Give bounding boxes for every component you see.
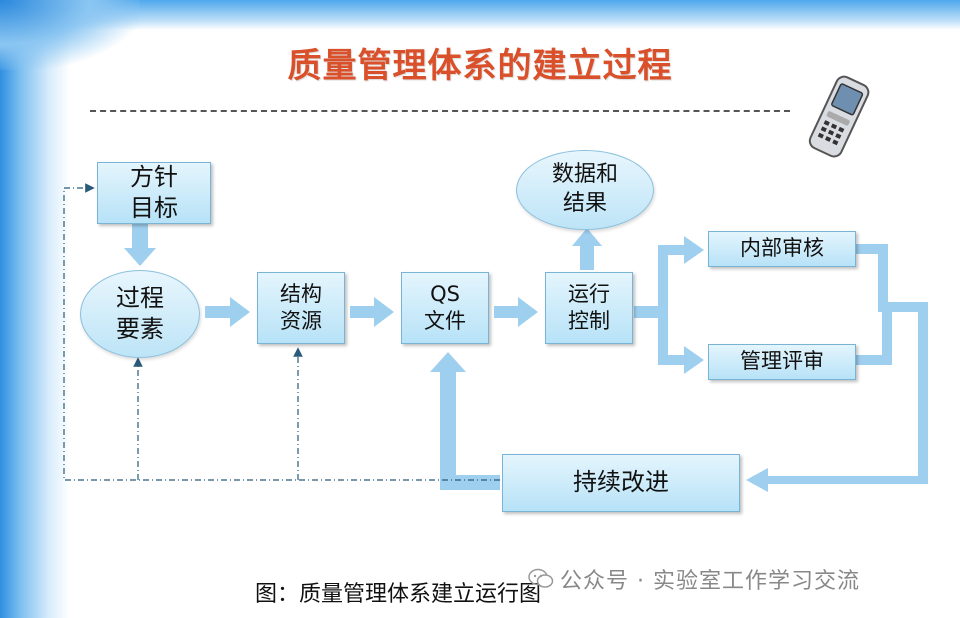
- title-divider: [90, 110, 790, 112]
- node-qs-documents: QS 文件: [401, 272, 489, 344]
- figure-caption: 图：质量管理体系建立运行图: [255, 582, 542, 607]
- node-management-review: 管理评审: [708, 344, 856, 380]
- arrow-audit-loop: [856, 244, 888, 312]
- slide-frame-corner: [0, 0, 140, 70]
- arrow-operation-to-data: [572, 228, 602, 270]
- slide-frame-left: [0, 0, 70, 618]
- node-structure-resources: 结构 资源: [257, 272, 345, 344]
- dashed-feedback-to-policy: [63, 183, 500, 481]
- watermark-text: 公众号 · 实验室工作学习交流: [560, 569, 860, 594]
- arrow-improvement-to-qs: [430, 352, 500, 490]
- arrow-resources-to-qs: [350, 297, 394, 327]
- arrow-operation-to-audit: [634, 236, 704, 306]
- mobile-phone-icon: [808, 75, 870, 158]
- node-process-elements: 过程 要素: [80, 270, 200, 358]
- node-policy-objectives: 方针 目标: [97, 162, 211, 224]
- arrow-elements-to-resources: [205, 297, 250, 327]
- node-data-results: 数据和 结果: [516, 150, 654, 230]
- slide-frame-top: [0, 0, 960, 30]
- arrow-policy-to-elements: [124, 224, 156, 266]
- node-operation-control: 运行 控制: [545, 272, 633, 344]
- arrow-qs-to-operation: [494, 297, 538, 327]
- arrow-operation-to-review: [634, 306, 704, 374]
- watermark: 公众号 · 实验室工作学习交流: [528, 563, 860, 595]
- wechat-icon: [528, 568, 554, 588]
- node-continuous-improvement: 持续改进: [502, 454, 740, 512]
- arrow-review-loop: [746, 302, 928, 492]
- slide-title: 质量管理体系的建立过程: [287, 46, 673, 86]
- node-internal-audit: 内部审核: [708, 231, 856, 267]
